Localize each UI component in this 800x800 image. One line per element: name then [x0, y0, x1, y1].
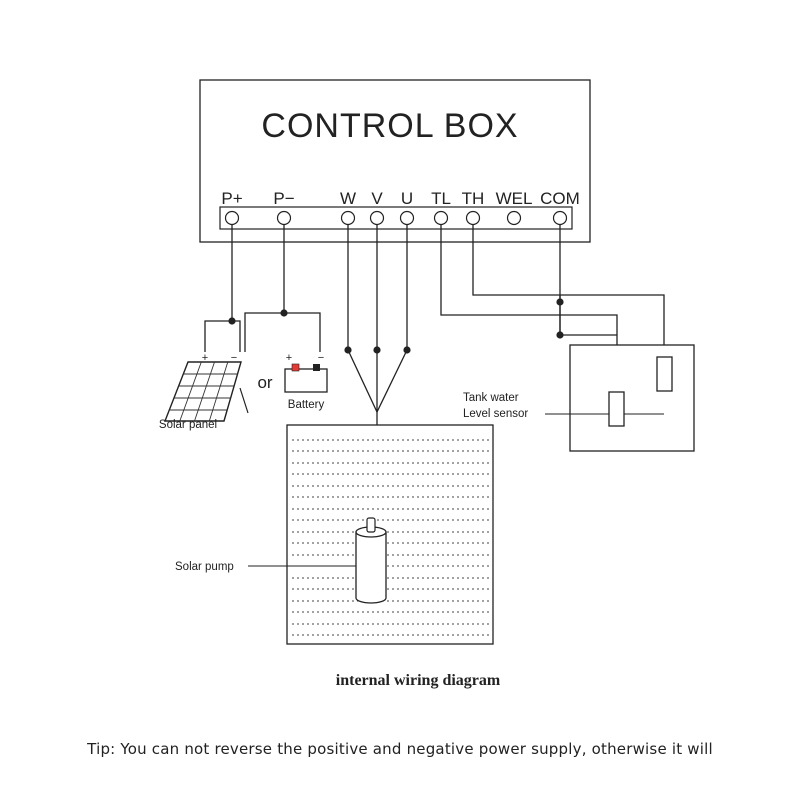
solar-panel-icon: [163, 361, 249, 422]
terminal-screws: [224, 210, 568, 226]
junction-dot: [556, 298, 564, 306]
water-well: [286, 424, 494, 645]
junction-dot: [373, 346, 381, 354]
terminal-screw-tl: [433, 210, 449, 226]
terminal-label-v: V: [371, 189, 383, 208]
terminal-label-p-plus: P+: [221, 189, 242, 208]
power-wires: [204, 224, 321, 352]
solar-plus-mark: +: [202, 352, 208, 364]
tank-label-line2: Level sensor: [463, 408, 528, 420]
terminal-label-th: TH: [462, 189, 485, 208]
junction-dot: [228, 317, 236, 325]
terminal-label-w: W: [340, 189, 356, 208]
solar-pump-icon: [355, 517, 387, 604]
diagram-caption: internal wiring diagram: [336, 672, 501, 689]
junction-dot: [344, 346, 352, 354]
control-box-title: CONTROL BOX: [261, 107, 518, 145]
terminal-label-p-minus: P−: [273, 189, 294, 208]
terminal-screw-com: [552, 210, 568, 226]
solar-panel-label: Solar panel: [159, 419, 217, 431]
terminal-screw-p-minus: [276, 210, 292, 226]
terminal-screw-th: [465, 210, 481, 226]
terminal-screw-u: [399, 210, 415, 226]
solar-minus-mark: −: [231, 352, 237, 364]
solar-pump-label: Solar pump: [175, 561, 234, 573]
terminal-screw-p-plus: [224, 210, 240, 226]
terminal-label-tl: TL: [431, 189, 451, 208]
junction-dot: [280, 309, 288, 317]
junction-dot: [403, 346, 411, 354]
battery-plus-mark: +: [286, 352, 292, 364]
battery-label: Battery: [288, 399, 325, 411]
terminal-label-wel: WEL: [496, 189, 533, 208]
tank-label-line1: Tank water: [463, 392, 519, 404]
terminal-screw-wel: [506, 210, 522, 226]
terminal-screw-v: [369, 210, 385, 226]
tip-text: Tip: You can not reverse the positive an…: [87, 740, 713, 758]
terminal-strip: [219, 206, 573, 230]
or-label: or: [257, 373, 272, 392]
battery-minus-mark: −: [318, 352, 324, 364]
terminal-label-u: U: [401, 189, 413, 208]
battery-positive-terminal: [291, 363, 300, 372]
terminal-screw-w: [340, 210, 356, 226]
junction-dot: [556, 331, 564, 339]
battery-negative-terminal: [313, 364, 320, 371]
level-sensor-low: [608, 391, 625, 427]
level-sensor-high: [656, 356, 673, 392]
terminal-label-com: COM: [540, 189, 580, 208]
battery-icon: [284, 363, 328, 393]
water-tank: [569, 344, 695, 452]
